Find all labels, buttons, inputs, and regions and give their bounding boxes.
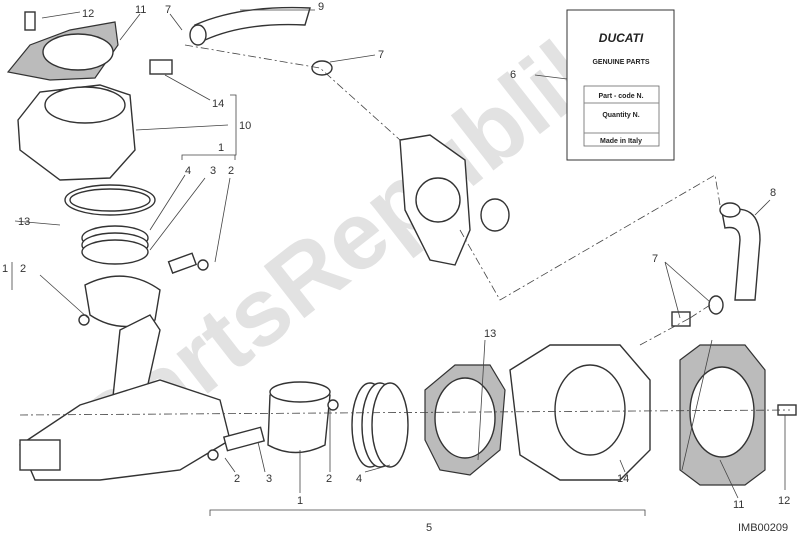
callout-1: 1 — [2, 263, 8, 275]
callout-13: 13 — [484, 328, 496, 340]
brand-logo: DUCATI — [599, 31, 644, 45]
hose-clamp[interactable] — [708, 295, 724, 315]
callout-4: 4 — [185, 165, 191, 177]
cylinder-bottom[interactable] — [509, 344, 651, 481]
callout-7: 7 — [378, 49, 384, 61]
callout-4: 4 — [356, 473, 362, 485]
piston-rings-top[interactable] — [81, 225, 149, 265]
callout-14: 14 — [212, 98, 224, 110]
callout-2: 2 — [326, 473, 332, 485]
dowel-bottom[interactable] — [777, 404, 797, 416]
circlip[interactable] — [207, 449, 219, 461]
callout-12: 12 — [82, 8, 94, 20]
genuine-parts-label: DUCATI GENUINE PARTS Part - code N. Quan… — [566, 9, 675, 161]
piston-pin-bottom[interactable] — [222, 426, 266, 452]
callout-14: 14 — [617, 473, 629, 485]
callout-6: 6 — [510, 69, 516, 81]
piston-bottom[interactable] — [267, 381, 331, 454]
circlip[interactable] — [197, 259, 209, 271]
callout-2: 2 — [228, 165, 234, 177]
base-gasket-bottom[interactable] — [424, 364, 506, 476]
callout-2: 2 — [234, 473, 240, 485]
callout-1: 1 — [297, 495, 303, 507]
diagram-code: IMB00209 — [738, 522, 788, 534]
box-subtitle: GENUINE PARTS — [592, 59, 649, 66]
circlip[interactable] — [78, 314, 90, 326]
dowel-top[interactable] — [24, 11, 36, 31]
callout-9: 9 — [318, 1, 324, 13]
callout-10: 10 — [239, 120, 251, 132]
box-row: Quantity N. — [602, 112, 639, 119]
piston-top[interactable] — [84, 275, 161, 328]
circlip[interactable] — [327, 399, 339, 411]
callout-11: 11 — [135, 4, 146, 16]
callout-7: 7 — [652, 253, 658, 265]
callout-13: 13 — [18, 216, 30, 228]
callout-3: 3 — [210, 165, 216, 177]
hose-clamp[interactable] — [311, 60, 333, 76]
hose-clamp[interactable] — [189, 24, 207, 46]
hose-8[interactable] — [721, 208, 761, 301]
base-gasket-top[interactable] — [64, 184, 156, 216]
box-row: Made in Italy — [600, 138, 642, 145]
head-gasket-bottom[interactable] — [679, 344, 766, 486]
cylinder-top[interactable] — [17, 84, 136, 181]
fitting-top[interactable] — [149, 59, 173, 75]
callout-8: 8 — [770, 187, 776, 199]
callout-2: 2 — [20, 263, 26, 275]
crankshaft[interactable] — [19, 379, 231, 481]
head-gasket-top[interactable] — [6, 21, 119, 81]
callout-7: 7 — [165, 4, 171, 16]
callout-12: 12 — [778, 495, 790, 507]
hose-clamp[interactable] — [719, 202, 741, 218]
callout-1: 1 — [218, 142, 224, 154]
callout-11: 11 — [733, 499, 744, 511]
hose-9[interactable] — [193, 6, 311, 41]
piston-pin-top[interactable] — [167, 252, 198, 274]
callout-5: 5 — [426, 522, 432, 534]
piston-rings-bottom[interactable] — [351, 382, 409, 468]
callout-3: 3 — [266, 473, 272, 485]
box-row: Part - code N. — [598, 93, 643, 100]
fitting-bottom[interactable] — [671, 311, 691, 327]
water-pump[interactable] — [399, 134, 510, 266]
